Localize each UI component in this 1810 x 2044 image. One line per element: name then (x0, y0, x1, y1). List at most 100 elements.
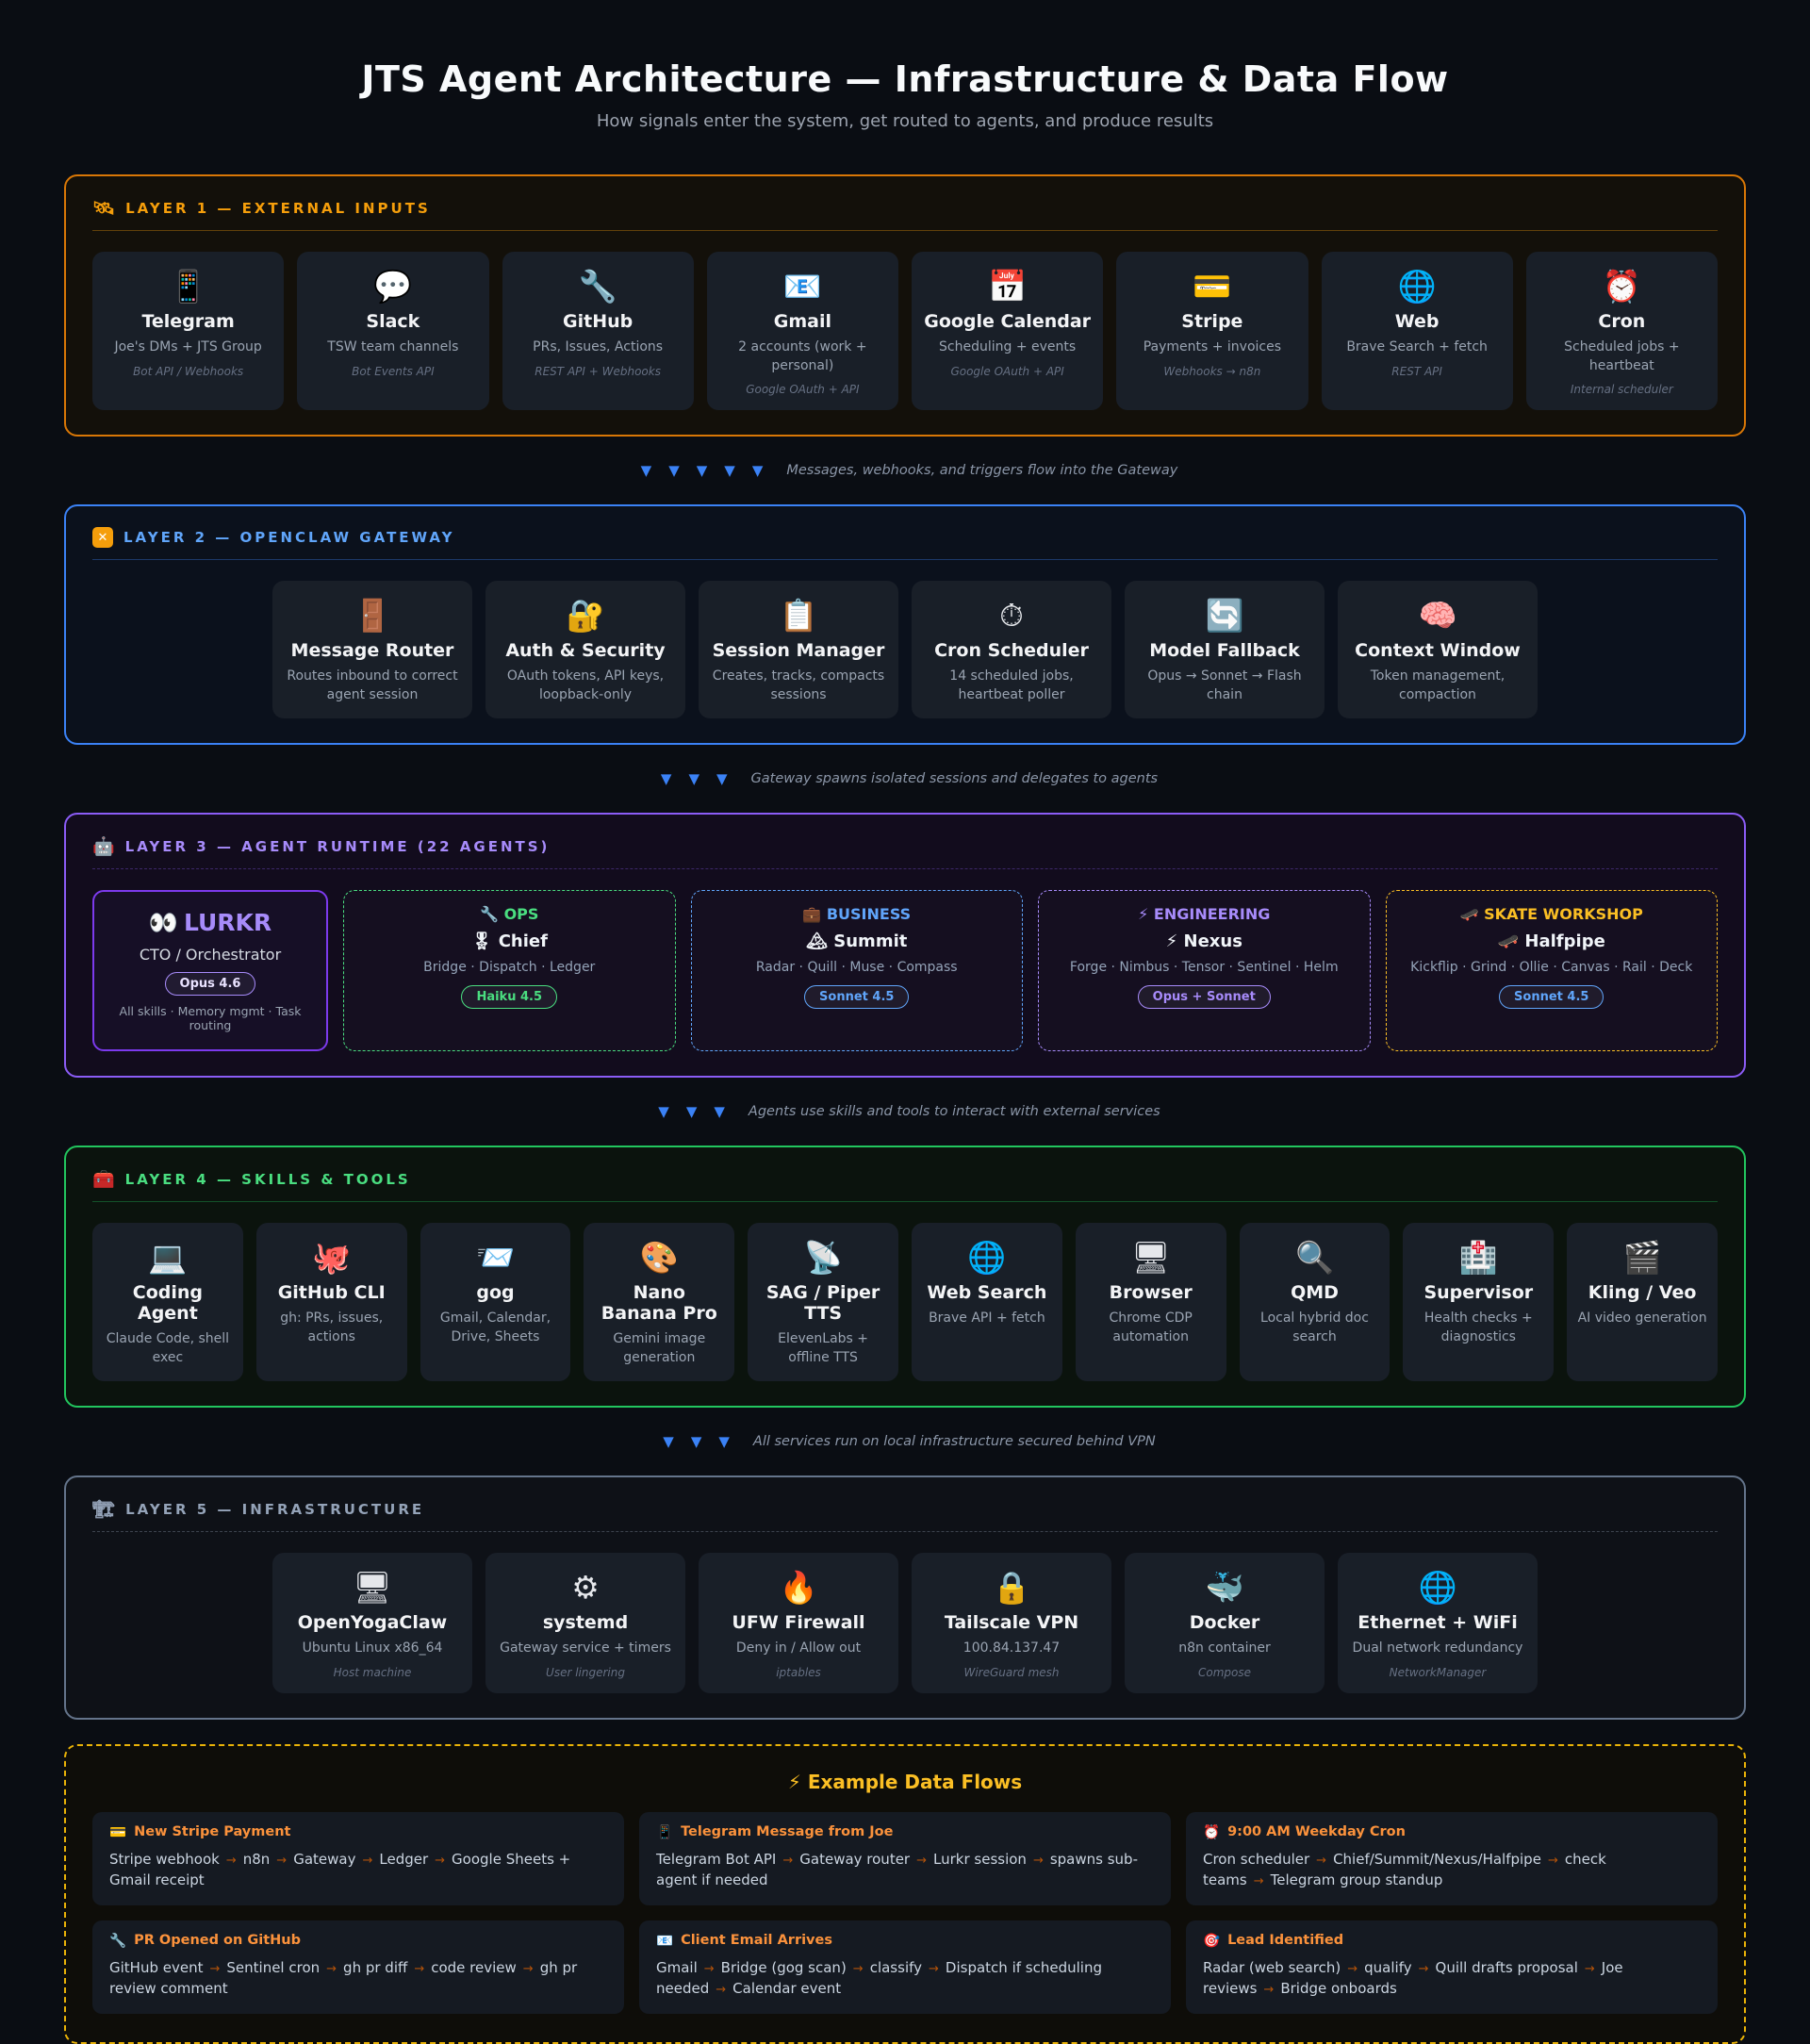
separator-3: ▼▼▼Agents use skills and tools to intera… (0, 1103, 1810, 1120)
card-subtitle: Ubuntu Linux x86_64 (302, 1640, 443, 1657)
flow-arrow-icon: → (435, 1853, 446, 1868)
flow-arrow-icon: → (1347, 1961, 1358, 1976)
toolbox-icon: 🧰 (92, 1169, 115, 1191)
team-lead: 🛹 Halfpipe (1398, 931, 1706, 951)
skateboard-icon: 🛹 (1497, 931, 1520, 952)
team-lead-name: Halfpipe (1524, 931, 1605, 952)
github-icon: 🔧 (578, 268, 617, 305)
lock-icon: 🔒 (992, 1569, 1031, 1607)
agents-row: 👀LURKR CTO / Orchestrator Opus 4.6 All s… (92, 890, 1718, 1052)
layer2-gateway-panel: ✕ LAYER 2 — OPENCLAW GATEWAY 🚪Message Ro… (64, 504, 1746, 746)
incoming-envelope-icon: 📨 (475, 1239, 516, 1277)
card-title: Model Fallback (1149, 640, 1300, 662)
team-name-label: OPS (503, 905, 539, 924)
team-lead-name: Summit (833, 931, 908, 952)
card-note: User lingering (546, 1665, 625, 1679)
card-subtitle: Payments + invoices (1143, 338, 1282, 354)
slack-icon: 💬 (373, 268, 413, 305)
team-model-badge: Opus + Sonnet (1137, 985, 1271, 1010)
lurkr-name: 👀LURKR (148, 909, 272, 937)
card-subtitle: Scheduled jobs + heartbeat (1564, 338, 1680, 373)
layer4-skills-tools-panel: 🧰 LAYER 4 — SKILLS & TOOLS 💻 Coding Agent… (64, 1146, 1746, 1409)
flow-steps: GitHub event→Sentinel cron→gh pr diff→co… (109, 1957, 607, 2000)
down-arrow-icon: ▼ (668, 462, 680, 480)
team-members: Kickflip · Grind · Ollie · Canvas · Rail… (1410, 960, 1693, 976)
card-note: Compose (1197, 1665, 1251, 1679)
card-subtitle: Creates, tracks, compacts sessions (712, 668, 885, 702)
team-lead: 🎖 Chief (355, 931, 664, 951)
team-model-badge: Sonnet 4.5 (1499, 985, 1604, 1010)
flow-title: 9:00 AM Weekday Cron (1227, 1824, 1406, 1840)
flow-step: Lurkr session (933, 1850, 1027, 1868)
card-note: REST API (1391, 364, 1442, 378)
card-note: Host machine (333, 1665, 412, 1679)
layer4-title: LAYER 4 — SKILLS & TOOLS (124, 1170, 411, 1188)
down-arrow-icon: ▼ (696, 462, 708, 480)
flow-arrow-icon: → (1263, 1983, 1275, 1998)
team-members: Bridge · Dispatch · Ledger (423, 960, 596, 976)
mobile-phone-icon: 📱 (656, 1824, 674, 1840)
lightning-icon: ⚡ (1165, 931, 1178, 952)
team-name: ⚡ ENGINEERING (1050, 905, 1358, 923)
layer4-header: 🧰 LAYER 4 — SKILLS & TOOLS (92, 1168, 1718, 1203)
lurkr-model-badge: Opus 4.6 (164, 972, 256, 997)
desktop-icon: 🖥 (1130, 1239, 1171, 1277)
octopus-icon: 🐙 (312, 1239, 352, 1277)
card-title: Stripe (1181, 310, 1243, 332)
flow-step: GitHub event (109, 1958, 204, 1976)
satellite-dish-icon: 📡 (803, 1239, 843, 1277)
skateboard-icon: 🛹 (1459, 905, 1479, 924)
down-arrow-icon: ▼ (658, 1103, 669, 1121)
medal-icon: 🎖 (470, 931, 493, 952)
lightning-icon: ⚡ (787, 1770, 801, 1793)
layer1-title: LAYER 1 — EXTERNAL INPUTS (125, 199, 431, 217)
card-subtitle: Brave API + fetch (929, 1310, 1045, 1327)
flow-step: Telegram group standup (1270, 1871, 1443, 1889)
down-arrow-icon: ▼ (718, 1433, 730, 1451)
card-title: Ethernet + WiFi (1358, 1612, 1518, 1634)
flow-step: Quill drafts proposal (1435, 1958, 1578, 1976)
separator-caption: Gateway spawns isolated sessions and del… (750, 771, 1159, 787)
flow-header: 💳New Stripe Payment (109, 1824, 607, 1840)
team-lead: ⚡ Nexus (1050, 931, 1358, 951)
flow-header: 📧Client Email Arrives (656, 1933, 1154, 1949)
flow-step: classify (869, 1958, 923, 1976)
card-subtitle: PRs, Issues, Actions (533, 338, 664, 354)
example-data-flows-panel: ⚡ Example Data Flows 💳New Stripe Payment… (64, 1743, 1746, 2044)
flow-arrow-icon: → (209, 1961, 221, 1976)
card-title: OpenYogaClaw (297, 1612, 448, 1634)
construction-crane-icon: 🏗 (92, 1499, 116, 1521)
lock-key-icon: 🔐 (566, 597, 605, 635)
flow-arrow-icon: → (1547, 1853, 1558, 1868)
laptop-icon: 💻 (148, 1239, 188, 1277)
layer3-agent-runtime-panel: 🤖 LAYER 3 — AGENT RUNTIME (22 AGENTS) 👀L… (64, 813, 1746, 1079)
flow-arrow-icon: → (522, 1961, 534, 1976)
flow-header: ⏰9:00 AM Weekday Cron (1203, 1824, 1701, 1840)
card-subtitle: ElevenLabs + offline TTS (778, 1331, 869, 1365)
card-title: Nano Banana Pro (601, 1282, 717, 1325)
layer5-infrastructure-panel: 🏗 LAYER 5 — INFRASTRUCTURE 🖥OpenYogaClaw… (64, 1475, 1746, 1720)
card-title: Coding Agent (132, 1282, 204, 1325)
flow-step: Cron scheduler (1203, 1850, 1310, 1868)
flow-arrow-icon: → (1584, 1961, 1595, 1976)
flow-arrow-icon: → (782, 1853, 794, 1868)
flow-arrow-icon: → (852, 1961, 864, 1976)
